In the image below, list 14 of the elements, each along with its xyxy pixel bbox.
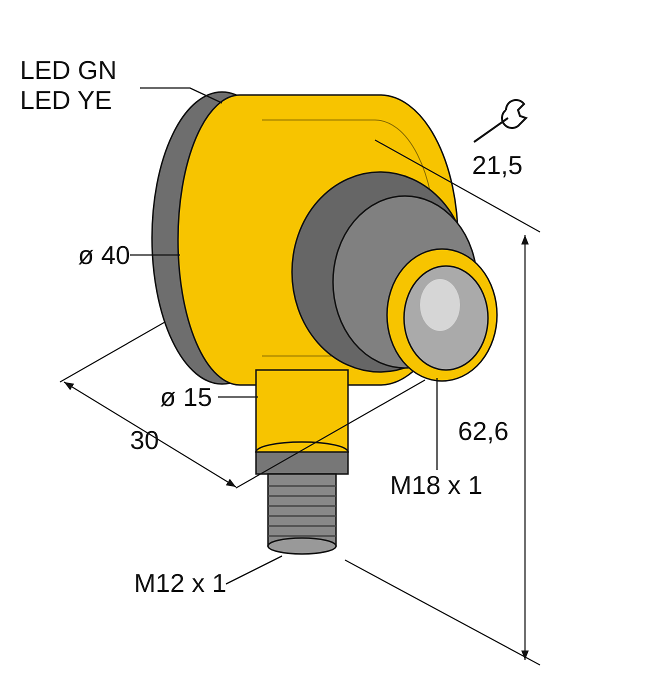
leader-line (218, 396, 258, 398)
leader-line (226, 555, 282, 585)
leader-line (140, 87, 222, 104)
callout-label: LED GN (20, 55, 117, 85)
callout-label: ø 15 (160, 382, 212, 412)
callout-label: M18 x 1 (390, 470, 482, 500)
leader-line (436, 378, 438, 470)
callout-label: ø 40 (78, 240, 130, 270)
callout-label: M12 x 1 (134, 568, 226, 598)
leader-line (130, 254, 180, 256)
callout-label: LED YE (20, 85, 114, 115)
dimension-value: 21,5 (472, 150, 523, 180)
dimension-value: 62,6 (458, 416, 509, 446)
dimension-value: 30 (130, 425, 159, 455)
